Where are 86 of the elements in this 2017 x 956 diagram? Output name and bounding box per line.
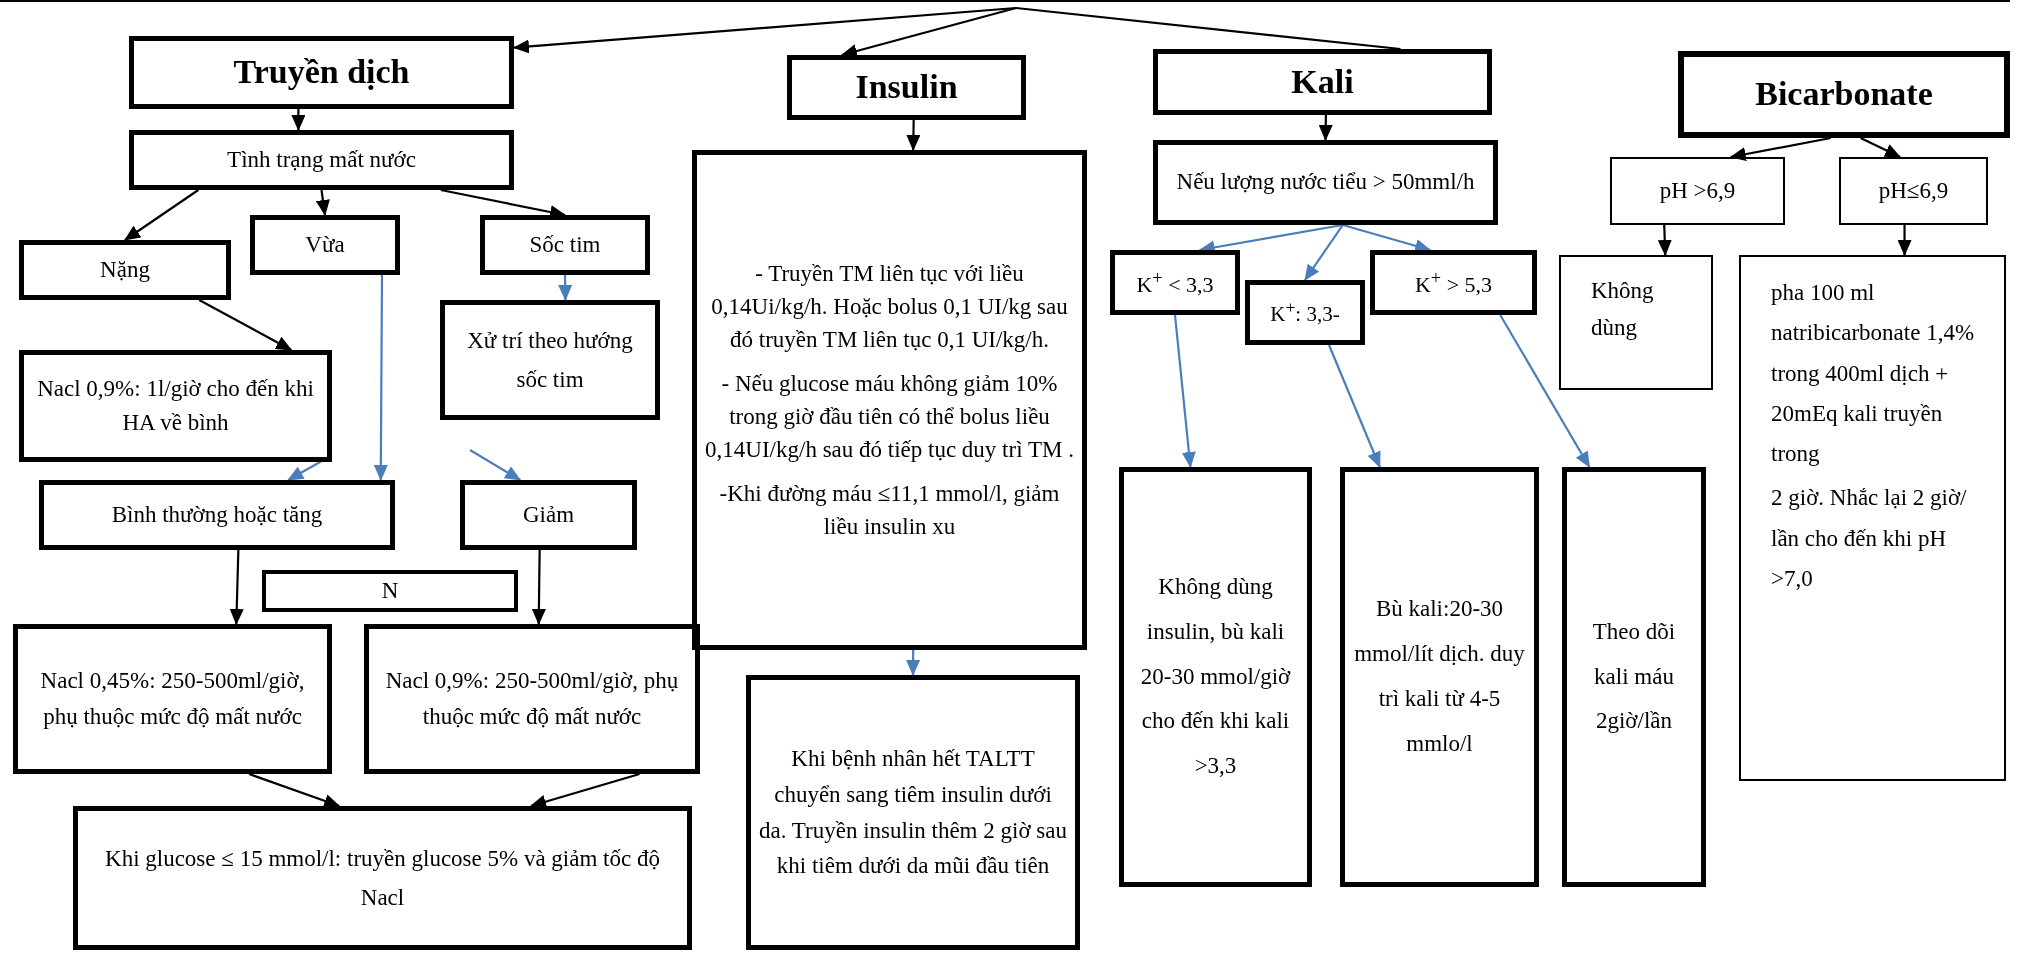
node-text: pha 100 ml natribicarbonate 1,4% trong 400ml dịch + 20mEq kali truyền trong — [1770, 279, 1976, 468]
node-text: Khi glucose ≤ 15 mmol/l: truyền glucose 5% và giảm tốc độ Nacl — [104, 844, 661, 912]
node-text: Nacl 0,9%: 1l/giờ cho đến khi HA về bình — [36, 374, 315, 437]
process-box — [1610, 157, 1785, 225]
process-box — [692, 150, 1087, 650]
process-box — [262, 570, 518, 612]
arrow — [1729, 136, 1831, 162]
node-text: Tình trạng mất nước — [226, 145, 417, 174]
heading-text: Insulin — [854, 67, 959, 108]
arrow — [124, 189, 199, 241]
process-box — [129, 130, 514, 190]
process-box — [1245, 280, 1365, 345]
arrow — [1318, 115, 1333, 141]
node-text: pH≤6,9 — [1877, 176, 1950, 205]
heading-text: Bicarbonate — [1754, 74, 1934, 115]
process-box — [440, 300, 660, 420]
arrow — [841, 6, 1017, 58]
node-text: Không dùng insulin, bù kali 20-30 mmol/giờ cho đến khi kali >3,3 — [1139, 572, 1292, 781]
arrow — [906, 650, 921, 676]
node-text: Giảm — [521, 500, 576, 529]
process-box — [73, 806, 692, 950]
process-box — [1559, 255, 1713, 390]
node-text: Bình thường hoặc tăng — [110, 500, 324, 529]
node-text: Bù kali:20-30 mmol/lít dịch. duy trì kali từ 4-5 mmlo/l — [1353, 595, 1526, 758]
arrow — [373, 275, 388, 481]
process-box — [480, 215, 650, 275]
process-box — [250, 215, 400, 275]
node-text: Theo dõi kali máu 2giờ/lần — [1591, 617, 1677, 736]
node-text: N — [380, 576, 400, 605]
node-text: K$^{+}$ < 3,3 — [1135, 266, 1215, 299]
heading-text: Kali — [1290, 61, 1355, 102]
heading-box — [787, 55, 1026, 120]
arrow — [1173, 314, 1196, 468]
node-text: Không dùng — [1590, 277, 1655, 342]
arrow — [1304, 224, 1344, 281]
process-box — [1153, 140, 1498, 225]
node-text: Xử trí theo hướng sốc tim — [466, 326, 634, 394]
arrow — [513, 6, 1017, 54]
process-box — [746, 675, 1080, 950]
arrow — [316, 189, 330, 216]
arrow — [248, 772, 341, 808]
process-box — [1340, 467, 1539, 887]
node-text: Sốc tim — [528, 230, 602, 259]
node-text: K$^{+}$: 3,3- — [1269, 297, 1341, 328]
process-box — [1370, 250, 1537, 315]
process-box — [1739, 255, 2006, 781]
heading-box — [1678, 51, 2010, 138]
node-text: K$^{+}$ > 5,3 — [1413, 266, 1494, 299]
arrow — [531, 550, 546, 625]
arrow — [530, 772, 640, 809]
arrow — [558, 275, 573, 301]
arrow — [229, 549, 244, 625]
process-box — [1110, 250, 1240, 315]
arrow — [291, 109, 306, 131]
arrow — [906, 120, 921, 151]
process-box — [13, 624, 332, 774]
heading-box — [1153, 49, 1492, 115]
arrow — [198, 299, 293, 351]
process-box — [364, 624, 700, 774]
node-text: - Nếu glucose máu không giảm 10% trong giờ đầu tiên có thể bolus liều 0,14UI/kg/h sau đó tiếp tục duy trì TM . — [705, 369, 1074, 465]
node-text: -Khi đường máu ≤11,1 mmol/l, giảm liều insulin xu — [718, 479, 1061, 542]
arrow — [1328, 344, 1381, 468]
node-text: 2 giờ. Nhắc lại 2 giờ/ lần cho đến khi pH >7,0 — [1770, 484, 1968, 593]
arrow — [1860, 137, 1901, 158]
process-box — [1562, 467, 1706, 887]
arrow — [469, 449, 522, 481]
arrow — [1657, 224, 1672, 256]
process-box — [19, 350, 332, 462]
connector-line — [1015, 6, 1401, 51]
node-text: Nacl 0,9%: 250-500ml/giờ, phụ thuộc mức độ mất nước — [384, 667, 680, 731]
node-text: Nặng — [99, 255, 151, 284]
process-box — [39, 480, 395, 550]
node-text: Vừa — [304, 230, 346, 259]
process-box — [19, 240, 231, 300]
node-text: pH >6,9 — [1658, 176, 1737, 205]
heading-box — [129, 36, 514, 109]
node-text: Nacl 0,45%: 250-500ml/giờ, phụ thuộc mức độ mất nước — [39, 667, 306, 731]
process-box — [1839, 157, 1988, 225]
process-box — [460, 480, 637, 550]
node-text: Khi bệnh nhân hết TALTT chuyển sang tiêm insulin dưới da. Truyền insulin thêm 2 giờ sau khi tiêm dưới da mũi đầu tiên — [759, 745, 1067, 881]
heading-text: Truyền dịch — [232, 52, 411, 93]
arrow — [1897, 225, 1912, 256]
process-box — [1119, 467, 1312, 887]
node-text: Nếu lượng nước tiểu > 50mml/h — [1175, 168, 1476, 197]
arrow — [1499, 314, 1591, 468]
node-text: - Truyền TM liên tục với liều 0,14Ui/kg/h. Hoặc bolus 0,1 UI/kg sau đó truyền TM liên tục 0,1 UI/kg/h. — [710, 259, 1069, 355]
